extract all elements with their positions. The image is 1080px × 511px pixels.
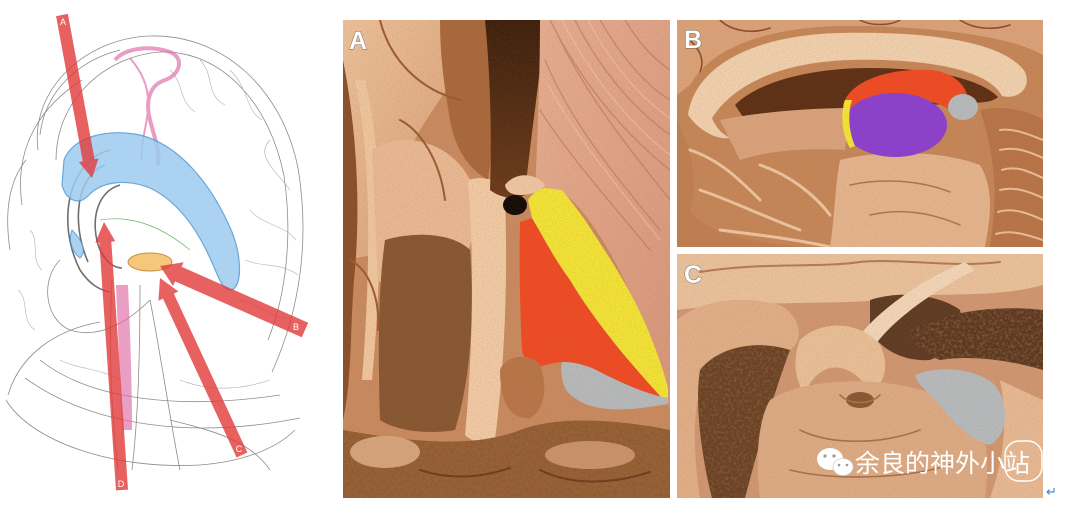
fornix xyxy=(113,46,181,430)
fornix-pillar xyxy=(116,285,132,430)
gyrus-line xyxy=(199,59,226,106)
gyrus-line xyxy=(29,229,43,271)
gyrus-line xyxy=(229,69,263,121)
fornix-body xyxy=(113,46,181,166)
wechat-eye xyxy=(837,463,841,467)
arrow-d-label: D xyxy=(118,479,125,489)
tentorium-contour xyxy=(39,359,281,402)
wechat-eye xyxy=(823,454,827,458)
schematic-drawing: A B C D xyxy=(5,13,309,491)
panel-a-label: A xyxy=(349,27,367,55)
frontal-horn xyxy=(69,229,84,259)
gyrus-line xyxy=(179,379,271,389)
arrow-c-label: C xyxy=(236,444,243,454)
arrow-d: D xyxy=(95,222,128,491)
panel-b-texture xyxy=(677,20,1043,247)
wechat-icon xyxy=(817,448,854,476)
panel-c-texture xyxy=(677,254,1043,498)
watermark-text: 余良的神外小站 xyxy=(855,449,1030,478)
panel-c: 余良的神外小站 C xyxy=(677,254,1043,498)
upper-arc xyxy=(39,49,121,136)
panel-b-label: B xyxy=(684,26,702,54)
cerebellum-upper-contour xyxy=(7,321,101,396)
temporal-lobe-contour xyxy=(47,259,151,334)
arrow-d-shape xyxy=(95,222,128,491)
wechat-eye xyxy=(832,454,836,458)
cerebrum-inner-contour xyxy=(55,51,289,341)
panel-a-texture xyxy=(343,20,670,498)
wechat-eye xyxy=(845,463,849,467)
cerebellum-inner-contour xyxy=(24,377,301,429)
gyrus-line xyxy=(17,289,36,331)
arrow-b-label: B xyxy=(293,322,299,332)
panel-a: A xyxy=(343,20,670,498)
arrow-c-shape xyxy=(158,278,248,458)
approach-arrows: A B C D xyxy=(56,13,309,491)
watermark-frame xyxy=(1004,440,1043,482)
gyrus-line xyxy=(264,139,291,191)
arrow-c: C xyxy=(158,278,248,458)
return-arrow-icon: ↵ xyxy=(1046,485,1057,500)
thalamic-line xyxy=(99,218,191,251)
frontal-contour xyxy=(20,79,83,206)
panel-a-photo xyxy=(343,20,670,498)
panel-b-photo xyxy=(677,20,1043,247)
panel-b: B xyxy=(677,20,1043,247)
arrow-b: B xyxy=(160,262,309,338)
arrow-a-label: A xyxy=(60,17,66,27)
frontal-pole-contour xyxy=(7,159,27,251)
wechat-bubble-small xyxy=(832,458,854,476)
arrow-a-shape xyxy=(56,13,99,179)
brainstem-lateral-contour xyxy=(149,299,181,471)
gyri-lines xyxy=(17,59,299,389)
panel-c-photo: 余良的神外小站 xyxy=(677,254,1043,498)
gyrus-line xyxy=(249,209,297,241)
arrow-b-shape xyxy=(160,262,309,338)
watermark: 余良的神外小站 xyxy=(817,440,1043,482)
brainstem-right-contour xyxy=(131,284,141,471)
arrow-a: A xyxy=(56,13,99,179)
cerebellum-lower-contour xyxy=(5,399,296,466)
gyrus-line xyxy=(244,259,299,276)
panel-c-label: C xyxy=(684,261,702,289)
